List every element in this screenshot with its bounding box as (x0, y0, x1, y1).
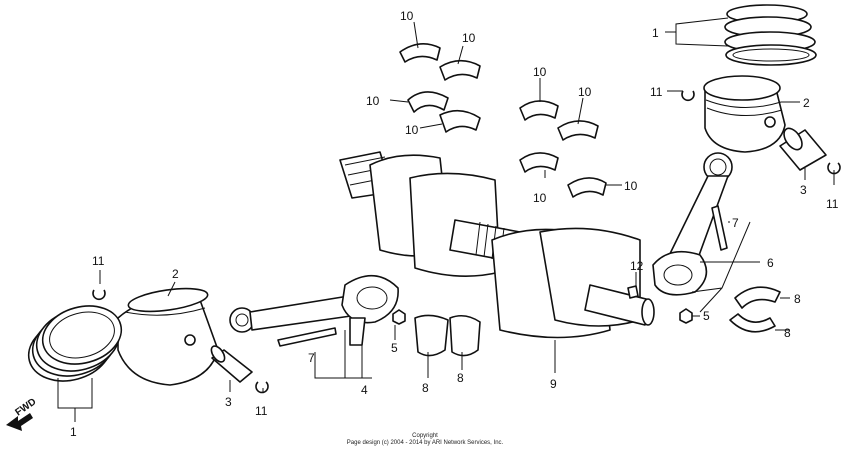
bearing-8-center-right (449, 314, 481, 357)
crankshaft (339, 151, 655, 339)
bearing-8-right-upper (734, 286, 781, 309)
callout-5-right: 5 (703, 309, 710, 323)
bearing-8-center-left (414, 314, 449, 357)
callout-10-g: 10 (533, 191, 547, 205)
callout-11-right: 11 (826, 197, 839, 211)
callout-10-e: 10 (533, 65, 547, 79)
rod-nut-right (679, 308, 693, 324)
callout-8-right-lower: 8 (784, 326, 791, 340)
circlip-top-right (681, 90, 695, 102)
callout-10-h: 10 (624, 179, 638, 193)
callout-7-right: 7 (732, 216, 739, 230)
callout-12: 12 (630, 259, 644, 273)
callout-3-left: 3 (225, 395, 232, 409)
woodruff-key-12 (627, 285, 639, 299)
fwd-arrow: FWD (6, 396, 38, 431)
circlip-left-bottom (255, 381, 269, 394)
leader-lines (57, 17, 835, 422)
callout-11-top-right: 11 (650, 85, 663, 99)
piston-rings-left (27, 305, 123, 382)
piston-rings-top-right (724, 4, 817, 66)
bearing-shells-10-center-stack (519, 100, 607, 198)
callout-3-right: 3 (800, 183, 807, 197)
copyright-notice: Copyright Page design (c) 2004 - 2014 by… (347, 433, 504, 446)
callout-4: 4 (361, 383, 368, 397)
callout-8-center-right: 8 (457, 371, 464, 385)
callout-5-left: 5 (391, 341, 398, 355)
callout-labels: 1 2 11 3 11 6 7 5 8 8 12 9 10 10 10 10 1… (70, 9, 839, 439)
callout-11-left: 11 (92, 254, 105, 268)
copyright-line-2: Page design (c) 2004 - 2014 by ARI Netwo… (347, 440, 504, 446)
callout-9: 9 (550, 377, 557, 391)
callout-10-c: 10 (366, 94, 380, 108)
connecting-rod-right (652, 152, 733, 296)
callout-10-d: 10 (405, 123, 419, 137)
copyright-line-1: Copyright (412, 433, 438, 439)
callout-6: 6 (767, 256, 774, 270)
piston-pin-top-right (779, 127, 827, 171)
callout-8-right-upper: 8 (794, 292, 801, 306)
callout-2-left: 2 (172, 267, 179, 281)
connecting-rod-left (229, 274, 399, 347)
callout-10-b: 10 (462, 31, 476, 45)
circlip-left-top (92, 289, 106, 301)
callout-11-bottom-left: 11 (255, 404, 268, 418)
callout-1-left: 1 (70, 425, 77, 439)
callout-7-left: 7 (308, 351, 315, 365)
callout-10-f: 10 (578, 85, 592, 99)
rod-nut-left (392, 309, 406, 325)
callout-10-a: 10 (400, 9, 414, 23)
callout-8-center-left: 8 (422, 381, 429, 395)
piston-pin-left (210, 345, 253, 383)
callout-1-top-right: 1 (652, 26, 659, 40)
bearing-shells-10-left-stack (399, 43, 481, 133)
piston-top-right (703, 75, 786, 153)
bearing-8-right-lower (729, 313, 776, 333)
fwd-label: FWD (13, 396, 38, 418)
piston-left (117, 287, 219, 386)
callout-2-top-right: 2 (803, 96, 810, 110)
